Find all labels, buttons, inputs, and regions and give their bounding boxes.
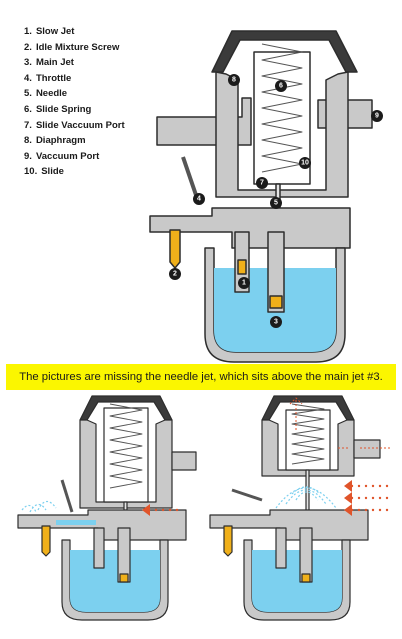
throttle-wire	[181, 156, 199, 199]
svg-text:8: 8	[232, 77, 236, 84]
callout-6: 6	[275, 80, 287, 92]
idle-mixture-screw	[41, 525, 51, 557]
legend-item: 3.Main Jet	[24, 57, 74, 69]
svg-text:1: 1	[242, 280, 246, 287]
callout-3: 3	[270, 316, 282, 328]
slide-spring	[109, 403, 143, 489]
svg-text:9: 9	[375, 113, 379, 120]
carb-throat	[209, 509, 369, 541]
open-throttle-diagram	[209, 395, 392, 621]
chamber-housing	[215, 71, 349, 198]
fuel-spray	[21, 500, 57, 513]
callouts: 1 2 3 4 5 6 7 8 9 10	[169, 74, 383, 328]
slow-jet-tube	[93, 527, 105, 569]
idle-mixture-screw	[223, 525, 233, 557]
svg-text:4: 4	[197, 196, 201, 203]
svg-text:5: 5	[274, 200, 278, 207]
legend-item: 6.Slide Spring	[24, 103, 92, 115]
airflow-arrows	[344, 480, 390, 516]
svg-text:2: 2	[173, 271, 177, 278]
main-jet	[301, 573, 311, 583]
legend-item: 9.Vaccuum Port	[24, 150, 100, 162]
chamber-housing	[261, 419, 355, 477]
legend-item: 10.Slide	[24, 166, 64, 178]
main-jet-tube	[267, 231, 285, 313]
vacuum-port-tube	[171, 451, 197, 471]
svg-text:6: 6	[279, 83, 283, 90]
legend-item: 5.Needle	[24, 88, 68, 100]
slide-spring	[291, 403, 325, 465]
slide-spring	[261, 43, 303, 173]
main-diagram	[149, 30, 373, 363]
slide-piston	[285, 409, 331, 471]
callout-1: 1	[238, 277, 250, 289]
legend-item: 2.Idle Mixture Screw	[24, 41, 120, 53]
caption-note: The pictures are missing the needle jet,…	[6, 364, 396, 390]
legend-item: 1.Slow Jet	[24, 26, 75, 37]
callout-10: 10	[299, 157, 311, 169]
callout-8: 8	[228, 74, 240, 86]
main-jet	[269, 295, 283, 309]
legend-item: 4.Throttle	[24, 72, 72, 84]
callout-9: 9	[371, 110, 383, 122]
svg-text:3: 3	[274, 319, 278, 326]
main-jet	[119, 573, 129, 583]
idle-state-diagram	[17, 395, 197, 621]
svg-text:7: 7	[260, 180, 264, 187]
slow-jet	[237, 259, 247, 275]
callout-7: 7	[256, 177, 268, 189]
airflow-arrowhead	[142, 504, 150, 516]
throttle-wire	[231, 488, 263, 502]
idle-mixture-screw	[169, 229, 181, 269]
callout-2: 2	[169, 268, 181, 280]
airflow-arrow	[150, 508, 182, 512]
svg-text:10: 10	[301, 160, 309, 167]
vacuum-flow-arrows	[289, 397, 392, 449]
vacuum-port-tube	[353, 439, 381, 459]
fuel-level	[252, 550, 342, 612]
throttle-wire	[60, 479, 74, 513]
chamber-housing	[79, 419, 173, 509]
fuel-level	[70, 550, 160, 612]
legend-item: 8.Diaphragm	[24, 135, 86, 147]
fuel-spray	[275, 486, 337, 509]
legend-item: 7.Slide Vaccuum Port	[24, 119, 125, 131]
fuel-passage	[56, 520, 96, 525]
slow-jet-tube	[275, 527, 287, 569]
callout-5: 5	[270, 197, 282, 209]
callout-4: 4	[193, 193, 205, 205]
parts-legend: 1.Slow Jet 2.Idle Mixture Screw 3.Main J…	[24, 24, 125, 180]
